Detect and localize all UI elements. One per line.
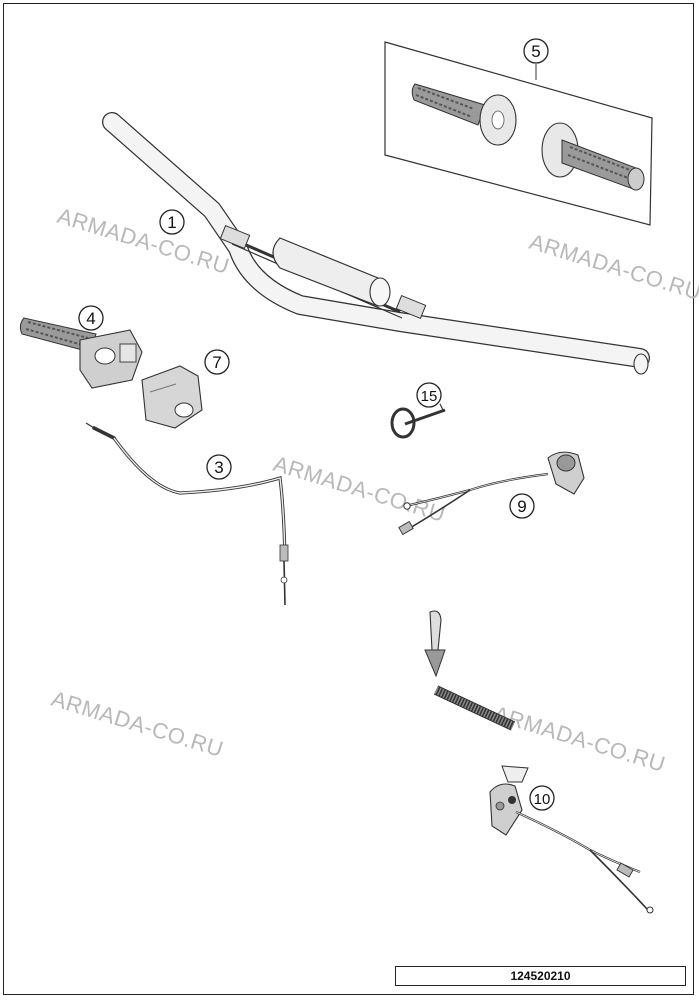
callout-part-1[interactable]: 1 — [159, 209, 185, 235]
callout-label-5: 5 — [531, 42, 540, 61]
brake-assembly-icon[interactable] — [424, 610, 654, 914]
callout-part-5[interactable]: 5 — [523, 38, 549, 64]
callout-label-4: 4 — [86, 309, 95, 328]
callout-label-10: 10 — [534, 791, 551, 808]
callout-part-3[interactable]: 3 — [206, 454, 232, 480]
callout-label-9: 9 — [517, 497, 526, 516]
spring-icon — [433, 685, 516, 731]
kill-switch-icon[interactable] — [398, 451, 585, 536]
right-grip-icon — [541, 122, 645, 191]
callout-label-7: 7 — [212, 353, 221, 372]
watermark-5: ARMADA-CO.RU — [491, 701, 669, 777]
callout-label-15: 15 — [421, 388, 438, 405]
watermark-2: ARMADA-CO.RU — [527, 229, 699, 305]
throttle-grip-icon[interactable] — [19, 317, 143, 389]
cable-tie-icon[interactable] — [390, 403, 446, 439]
callout-part-4[interactable]: 4 — [78, 305, 104, 331]
left-grip-icon — [411, 83, 517, 146]
grip-set-inset[interactable] — [384, 41, 653, 226]
callout-label-1: 1 — [167, 213, 176, 232]
handlebar-icon[interactable] — [102, 112, 650, 375]
throttle-cover-icon[interactable] — [141, 365, 203, 429]
callout-label-3: 3 — [214, 458, 223, 477]
callout-part-10[interactable]: 10 — [529, 785, 555, 811]
watermark-4: ARMADA-CO.RU — [49, 686, 227, 762]
document-number: 124520210 — [395, 966, 686, 986]
callout-part-9[interactable]: 9 — [509, 493, 535, 519]
inset-box — [384, 41, 653, 226]
callout-part-7[interactable]: 7 — [204, 349, 230, 375]
callout-part-15[interactable]: 15 — [416, 382, 442, 408]
throttle-cable-icon[interactable] — [85, 422, 289, 606]
sheet-border — [3, 3, 694, 995]
watermark-3: ARMADA-CO.RU — [271, 451, 449, 527]
